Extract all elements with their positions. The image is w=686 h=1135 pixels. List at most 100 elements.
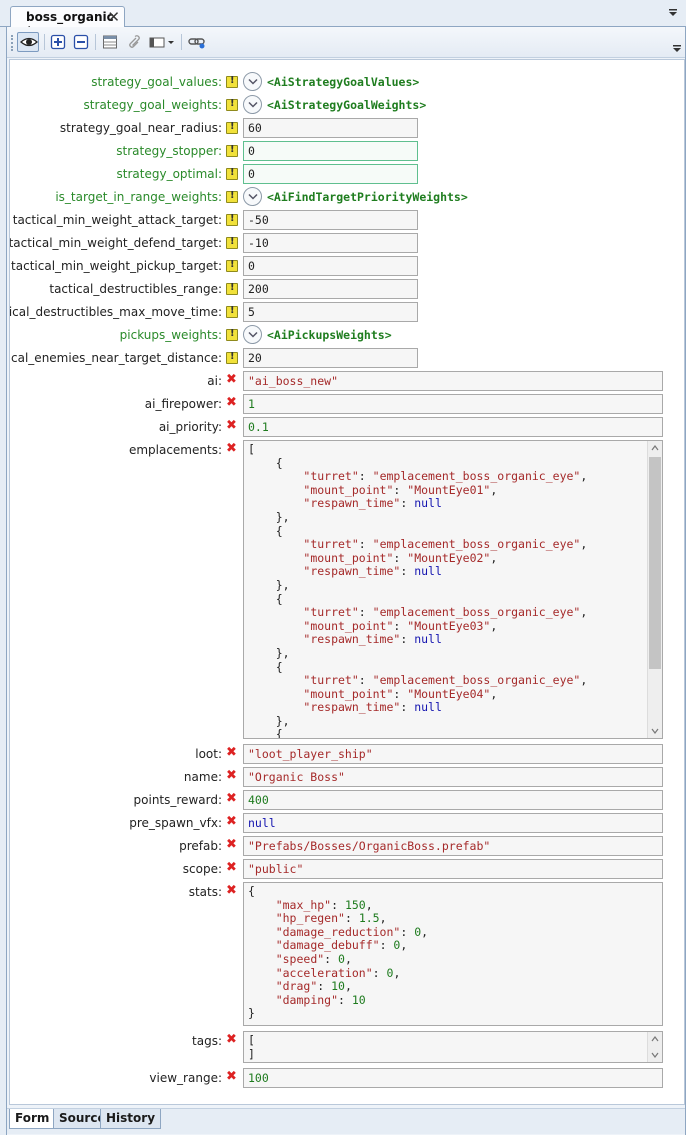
table-view-button[interactable] bbox=[99, 32, 121, 52]
expand-button[interactable] bbox=[243, 95, 262, 114]
field-value-input[interactable]: 400 bbox=[243, 790, 663, 810]
field-value-input[interactable]: null bbox=[243, 813, 663, 833]
field-label: ai_priority: bbox=[158, 420, 222, 434]
field-row-strategy-stopper: strategy_stopper: 0 bbox=[10, 141, 684, 161]
warning-icon bbox=[226, 236, 238, 249]
code-line: "turret": "emplacement_boss_organic_eye"… bbox=[303, 537, 588, 552]
field-row-is-target-in-range-weights: is_target_in_range_weights:<AiFindTarget… bbox=[10, 187, 684, 207]
document-tab[interactable]: boss_organic * ✕ bbox=[10, 6, 125, 38]
field-value-input[interactable]: 0 bbox=[243, 256, 418, 276]
vertical-scrollbar[interactable] bbox=[647, 1032, 662, 1062]
field-value-input[interactable]: "Organic Boss" bbox=[243, 767, 663, 787]
expand-all-button[interactable] bbox=[47, 32, 69, 52]
remove-icon[interactable]: ✖ bbox=[226, 1032, 237, 1047]
remove-icon[interactable]: ✖ bbox=[226, 745, 237, 760]
remove-icon[interactable]: ✖ bbox=[226, 791, 237, 806]
property-menu-button[interactable] bbox=[145, 32, 177, 52]
code-line: } bbox=[248, 1006, 255, 1021]
code-line: "max_hp": 150, bbox=[275, 897, 373, 912]
field-value-input[interactable]: "Prefabs/Bosses/OrganicBoss.prefab" bbox=[243, 836, 663, 856]
tab-list-dropdown-icon[interactable] bbox=[668, 8, 678, 18]
close-icon[interactable]: ✕ bbox=[107, 8, 120, 26]
link-button[interactable] bbox=[185, 32, 207, 52]
remove-icon[interactable]: ✖ bbox=[226, 768, 237, 783]
table-icon bbox=[103, 35, 117, 49]
chevron-up-icon[interactable] bbox=[651, 444, 659, 452]
code-line: { bbox=[248, 884, 255, 898]
tab-history[interactable]: History bbox=[100, 1109, 162, 1129]
code-line: [ bbox=[248, 1033, 255, 1047]
remove-icon[interactable]: ✖ bbox=[226, 1069, 237, 1084]
field-value-input[interactable]: 200 bbox=[243, 279, 418, 299]
remove-icon[interactable]: ✖ bbox=[226, 814, 237, 829]
code-line: { bbox=[248, 591, 283, 606]
field-label: pre_spawn_vfx: bbox=[129, 816, 222, 830]
expand-button[interactable] bbox=[243, 325, 262, 344]
object-type-name: <AiStrategyGoalValues> bbox=[267, 75, 420, 89]
json-editor-tags[interactable]: [] bbox=[243, 1031, 663, 1063]
chevron-down-icon bbox=[248, 331, 258, 338]
field-row-tags: tags: ✖ [] bbox=[10, 1031, 684, 1063]
chevron-down-icon[interactable] bbox=[651, 727, 659, 735]
remove-icon[interactable]: ✖ bbox=[226, 837, 237, 852]
field-value-input[interactable]: "public" bbox=[243, 859, 663, 879]
code-line: "damping": 10 bbox=[275, 992, 366, 1007]
field-value-input[interactable]: 0.1 bbox=[243, 417, 663, 437]
field-label: stats: bbox=[188, 885, 222, 899]
field-value-input[interactable]: 100 bbox=[243, 1068, 663, 1088]
warning-icon bbox=[226, 328, 238, 341]
chevron-down-icon[interactable] bbox=[651, 1051, 659, 1059]
field-row-tactical-min-weight-attack-target: tactical_min_weight_attack_target:-50 bbox=[10, 210, 684, 230]
attach-button[interactable] bbox=[122, 32, 144, 52]
code-line: { bbox=[248, 659, 283, 674]
field-label: tactical_enemies_near_target_distance: bbox=[9, 351, 222, 365]
tab-form[interactable]: Form bbox=[9, 1109, 56, 1129]
toggle-view-button[interactable] bbox=[17, 32, 39, 52]
field-label: strategy_optimal: bbox=[116, 167, 222, 181]
field-value-input[interactable]: -50 bbox=[243, 210, 418, 230]
toolbar-overflow-icon[interactable] bbox=[673, 45, 681, 53]
code-line: { bbox=[248, 523, 283, 538]
json-editor-emplacements[interactable]: [ { "turret": "emplacement_boss_organic_… bbox=[243, 440, 663, 739]
plus-icon bbox=[50, 34, 66, 50]
code-line: "respawn_time": null bbox=[303, 564, 442, 579]
field-value-input[interactable]: "ai_boss_new" bbox=[243, 371, 663, 391]
chevron-down-icon bbox=[248, 101, 258, 108]
code-line: "hp_regen": 1.5, bbox=[275, 911, 387, 926]
remove-icon[interactable]: ✖ bbox=[226, 860, 237, 875]
remove-icon[interactable]: ✖ bbox=[226, 395, 237, 410]
field-value-input[interactable]: 5 bbox=[243, 302, 418, 322]
field-row-view-range: view_range: ✖ 100 bbox=[10, 1068, 684, 1088]
remove-icon[interactable]: ✖ bbox=[226, 372, 237, 387]
chevron-up-icon[interactable] bbox=[651, 1035, 659, 1043]
field-label: pickups_weights: bbox=[119, 328, 222, 342]
field-label: view_range: bbox=[149, 1071, 222, 1085]
field-value-input[interactable]: 20 bbox=[243, 348, 418, 368]
minus-icon bbox=[73, 34, 89, 50]
field-value-input[interactable]: 0 bbox=[243, 164, 418, 184]
field-row-ai: ai:✖"ai_boss_new" bbox=[10, 371, 684, 391]
field-label: scope: bbox=[182, 862, 222, 876]
code-line: { bbox=[248, 455, 283, 470]
field-value-input[interactable]: 60 bbox=[243, 118, 418, 138]
toolbar-grip[interactable] bbox=[11, 35, 14, 51]
expand-button[interactable] bbox=[243, 187, 262, 206]
field-label: name: bbox=[183, 770, 222, 784]
property-form[interactable]: strategy_goal_values:<AiStrategyGoalValu… bbox=[9, 59, 685, 1105]
code-line: "mount_point": "MountEye01", bbox=[303, 482, 498, 497]
field-value-input[interactable]: -10 bbox=[243, 233, 418, 253]
json-editor-stats[interactable]: { "max_hp": 150, "hp_regen": 1.5, "damag… bbox=[243, 882, 663, 1026]
expand-button[interactable] bbox=[243, 72, 262, 91]
field-label: tags: bbox=[192, 1034, 222, 1048]
field-label: strategy_stopper: bbox=[116, 144, 222, 158]
remove-icon[interactable]: ✖ bbox=[226, 883, 237, 898]
scrollbar-thumb[interactable] bbox=[649, 457, 661, 669]
collapse-all-button[interactable] bbox=[70, 32, 92, 52]
field-value-input[interactable]: "loot_player_ship" bbox=[243, 744, 663, 764]
field-value-input[interactable]: 1 bbox=[243, 394, 663, 414]
toolbar-separator bbox=[44, 34, 45, 50]
field-value-input[interactable]: 0 bbox=[243, 141, 418, 161]
vertical-scrollbar[interactable] bbox=[647, 441, 662, 738]
remove-icon[interactable]: ✖ bbox=[226, 441, 237, 456]
remove-icon[interactable]: ✖ bbox=[226, 418, 237, 433]
